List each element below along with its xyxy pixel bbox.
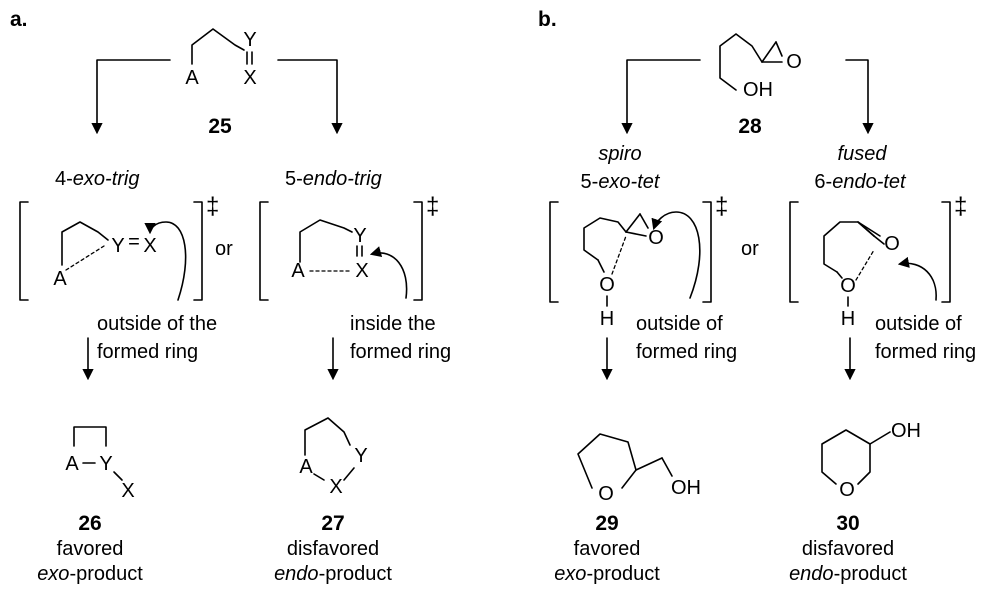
- compound-30-disfavored: disfavored: [802, 538, 894, 560]
- ts-fused-6-endo-tet: O O H: [789, 201, 951, 330]
- compound-26-favored: favored: [57, 538, 124, 560]
- arrow-to-endo-tet: [845, 59, 874, 135]
- atom-X: X: [243, 67, 256, 89]
- svg-text:=: =: [128, 231, 140, 253]
- dagger-a-right: ‡: [426, 193, 439, 220]
- compound-29-structure: O OH: [577, 433, 701, 505]
- note-a-right-2: formed ring: [350, 341, 451, 363]
- mode-4-exo-trig: 4-exo-trig: [55, 168, 140, 190]
- note-b-left-2: formed ring: [636, 341, 737, 363]
- svg-text:OH: OH: [743, 79, 773, 101]
- compound-29-number: 29: [595, 512, 618, 535]
- arrow-to-exo-trig: [91, 59, 171, 135]
- svg-text:X: X: [355, 260, 368, 282]
- svg-text:O: O: [599, 274, 615, 296]
- panel-b-label: b.: [538, 8, 557, 31]
- compound-25-number: 25: [208, 115, 232, 138]
- mode-5-endo-trig: 5-endo-trig: [285, 168, 382, 190]
- svg-text:A: A: [291, 260, 305, 282]
- compound-25-structure: A Y X: [185, 28, 257, 89]
- atom-A: A: [185, 67, 199, 89]
- dagger-a-left: ‡: [206, 193, 219, 220]
- compound-26-number: 26: [78, 512, 101, 535]
- mode-fused: fused: [838, 143, 888, 165]
- ts-spiro-5-exo-tet: O O H: [549, 201, 712, 330]
- svg-text:H: H: [600, 308, 614, 330]
- note-a-right-1: inside the: [350, 313, 436, 335]
- mode-5-exo-tet: 5-exo-tet: [581, 171, 661, 193]
- note-a-left-1: outside of the: [97, 313, 217, 335]
- svg-text:A: A: [299, 456, 313, 478]
- arrow-to-endo-trig: [277, 59, 343, 135]
- svg-text:OH: OH: [671, 477, 701, 499]
- svg-text:O: O: [884, 233, 900, 255]
- compound-30-structure: O OH: [821, 420, 921, 501]
- note-b-right-2: formed ring: [875, 341, 976, 363]
- compound-27-disfavored: disfavored: [287, 538, 379, 560]
- dagger-b-left: ‡: [715, 193, 728, 220]
- compound-30-number: 30: [836, 512, 859, 535]
- svg-text:Y: Y: [99, 453, 112, 475]
- svg-text:O: O: [786, 51, 802, 73]
- or-a: or: [215, 238, 233, 260]
- svg-text:OH: OH: [891, 420, 921, 442]
- svg-text:O: O: [840, 275, 856, 297]
- compound-28-structure: OH O: [719, 33, 802, 101]
- note-a-left-2: formed ring: [97, 341, 198, 363]
- compound-29-favored: favored: [574, 538, 641, 560]
- compound-26-structure: A Y X: [65, 426, 135, 502]
- svg-text:Y: Y: [353, 225, 366, 247]
- note-b-right-1: outside of: [875, 313, 962, 335]
- svg-text:Y: Y: [354, 445, 367, 467]
- compound-29-exo-product: exo-product: [554, 563, 660, 585]
- note-b-left-1: outside of: [636, 313, 723, 335]
- ts-4-exo-trig: A Y = X: [19, 201, 203, 301]
- mode-spiro: spiro: [598, 143, 641, 165]
- svg-text:H: H: [841, 308, 855, 330]
- svg-text:Y: Y: [111, 235, 124, 257]
- compound-26-exo-product: exo-product: [37, 563, 143, 585]
- svg-text:O: O: [839, 479, 855, 501]
- dagger-b-right: ‡: [954, 193, 967, 220]
- panel-a-label: a.: [10, 8, 28, 31]
- svg-text:X: X: [121, 480, 134, 502]
- arrow-to-exo-tet: [621, 59, 701, 135]
- svg-text:A: A: [65, 453, 79, 475]
- atom-Y: Y: [243, 29, 256, 51]
- compound-27-endo-product: endo-product: [274, 563, 392, 585]
- svg-text:O: O: [598, 483, 614, 505]
- compound-27-number: 27: [321, 512, 344, 535]
- svg-text:O: O: [648, 227, 664, 249]
- svg-text:A: A: [53, 268, 67, 290]
- or-b: or: [741, 238, 759, 260]
- mode-6-endo-tet: 6-endo-tet: [814, 171, 907, 193]
- compound-28-number: 28: [738, 115, 762, 138]
- compound-30-endo-product: endo-product: [789, 563, 907, 585]
- svg-text:X: X: [143, 235, 156, 257]
- compound-27-structure: A Y X: [299, 417, 368, 498]
- ts-5-endo-trig: A Y X: [259, 201, 423, 301]
- svg-text:X: X: [329, 476, 342, 498]
